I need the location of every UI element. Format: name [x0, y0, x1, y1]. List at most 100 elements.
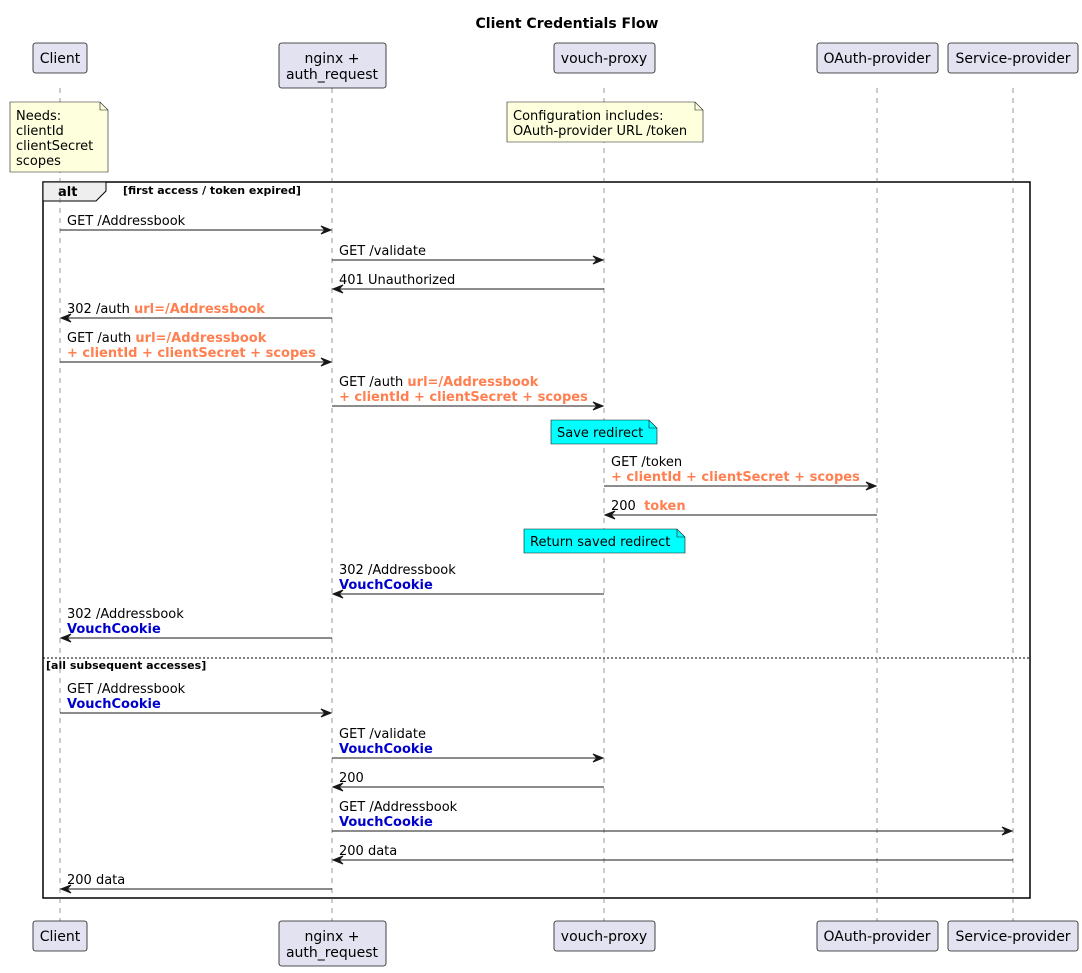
message-oauth-to-vouch: 200 token [603, 499, 877, 520]
parameter-label: url=/Addressbook [135, 331, 266, 346]
message-text: 200 data [339, 844, 397, 859]
parameter-label: url=/Addressbook [407, 375, 538, 390]
participant-client-bottom: Client [32, 920, 88, 952]
participant-label: Client [40, 929, 81, 945]
alt-frame-tab [42, 181, 107, 202]
message-label: VouchCookie [67, 697, 161, 712]
note-text: Save redirect [557, 426, 643, 441]
participant-label: Service-provider [955, 929, 1070, 945]
message-vouch-to-oauth: GET /token+ clientId + clientSecret + sc… [604, 455, 878, 491]
arrow-head [592, 401, 605, 411]
note-text: Configuration includes: [513, 109, 664, 124]
note-text: clientId [16, 124, 64, 139]
message-text: 302 /auth [67, 302, 134, 317]
participant-label: OAuth-provider [824, 51, 931, 67]
arrow-head [603, 510, 616, 520]
message-label: GET /token [611, 455, 682, 470]
message-label: 401 Unauthorized [339, 273, 455, 288]
participant-box [553, 920, 656, 952]
message-text: GET /token [611, 455, 682, 470]
participant-box [278, 920, 387, 967]
message-label: GET /Addressbook [67, 214, 186, 229]
arrow-head [865, 481, 878, 491]
message-label: VouchCookie [339, 578, 433, 593]
note-save-redirect: Save redirect [550, 419, 658, 445]
message-text: GET /Addressbook [67, 682, 186, 697]
message-text: GET /auth [67, 331, 135, 346]
note-box [550, 419, 658, 445]
message-text: GET /validate [339, 244, 426, 259]
message-label: 200 token [611, 499, 686, 514]
message-label: 200 data [67, 873, 125, 888]
message-text: 200 data [67, 873, 125, 888]
arrow-head [320, 708, 333, 718]
note-fold [648, 420, 657, 429]
lifelines [59, 88, 1014, 921]
note-box [523, 528, 686, 554]
participant-oauth-top: OAuth-provider [816, 42, 939, 74]
participant-nginx-top: nginx +auth_request [278, 42, 387, 89]
alt-frame-border [42, 181, 1031, 899]
arrow-head [331, 855, 344, 865]
message-label: VouchCookie [67, 622, 161, 637]
participant-service-top: Service-provider [947, 42, 1079, 74]
alt-frame: alt[first access / token expired][all su… [42, 181, 1031, 899]
participant-vouch-top: vouch-proxy [553, 42, 656, 74]
note-config: Configuration includes:OAuth-provider UR… [506, 101, 704, 143]
participant-box [816, 42, 939, 74]
cookie-label: VouchCookie [339, 742, 433, 757]
message-vouch-to-nginx: 200 [331, 771, 604, 792]
participant-label: vouch-proxy [561, 51, 647, 67]
cookie-label: VouchCookie [67, 622, 161, 637]
message-service-to-nginx: 200 data [331, 844, 1013, 865]
note-text: scopes [16, 154, 61, 169]
message-label: GET /Addressbook [339, 800, 458, 815]
participant-box [32, 42, 88, 74]
alt-keyword: alt [58, 185, 77, 200]
participant-label: vouch-proxy [561, 929, 647, 945]
arrow-head [320, 225, 333, 235]
participant-box [947, 920, 1079, 952]
message-label: GET /Addressbook [67, 682, 186, 697]
message-label: GET /auth url=/Addressbook [67, 331, 267, 346]
note-box [9, 101, 109, 173]
message-nginx-to-vouch: GET /auth url=/Addressbook+ clientId + c… [332, 375, 605, 411]
participant-label: nginx + [305, 929, 360, 945]
arrow-head [331, 284, 344, 294]
participant-label: OAuth-provider [824, 929, 931, 945]
message-label: 302 /auth url=/Addressbook [67, 302, 265, 317]
message-text: GET /Addressbook [67, 214, 186, 229]
note-text: clientSecret [16, 139, 93, 154]
message-text: 200 [611, 499, 644, 514]
cookie-label: VouchCookie [339, 815, 433, 830]
message-label: 200 data [339, 844, 397, 859]
message-text: 200 [339, 771, 364, 786]
note-return-redirect: Return saved redirect [523, 528, 686, 554]
arrow-head [592, 255, 605, 265]
notes: Needs:clientIdclientSecretscopesConfigur… [9, 101, 704, 554]
message-label: 200 [339, 771, 364, 786]
arrow-head [320, 357, 333, 367]
message-label: VouchCookie [339, 742, 433, 757]
note-box [506, 101, 704, 143]
participant-label: Service-provider [955, 51, 1070, 67]
note-fold [99, 102, 108, 111]
message-label: GET /auth url=/Addressbook [339, 375, 539, 390]
diagram-title: Client Credentials Flow [476, 16, 659, 32]
cookie-label: VouchCookie [339, 578, 433, 593]
participant-service-bottom: Service-provider [947, 920, 1079, 952]
message-label: GET /validate [339, 244, 426, 259]
message-text: 302 /Addressbook [339, 563, 456, 578]
arrow-head [59, 313, 72, 323]
participant-box [32, 920, 88, 952]
parameter-label: + clientId + clientSecret + scopes [67, 346, 316, 361]
message-nginx-to-vouch: GET /validate [332, 244, 605, 265]
note-fold [676, 529, 685, 538]
arrow-head [59, 884, 72, 894]
